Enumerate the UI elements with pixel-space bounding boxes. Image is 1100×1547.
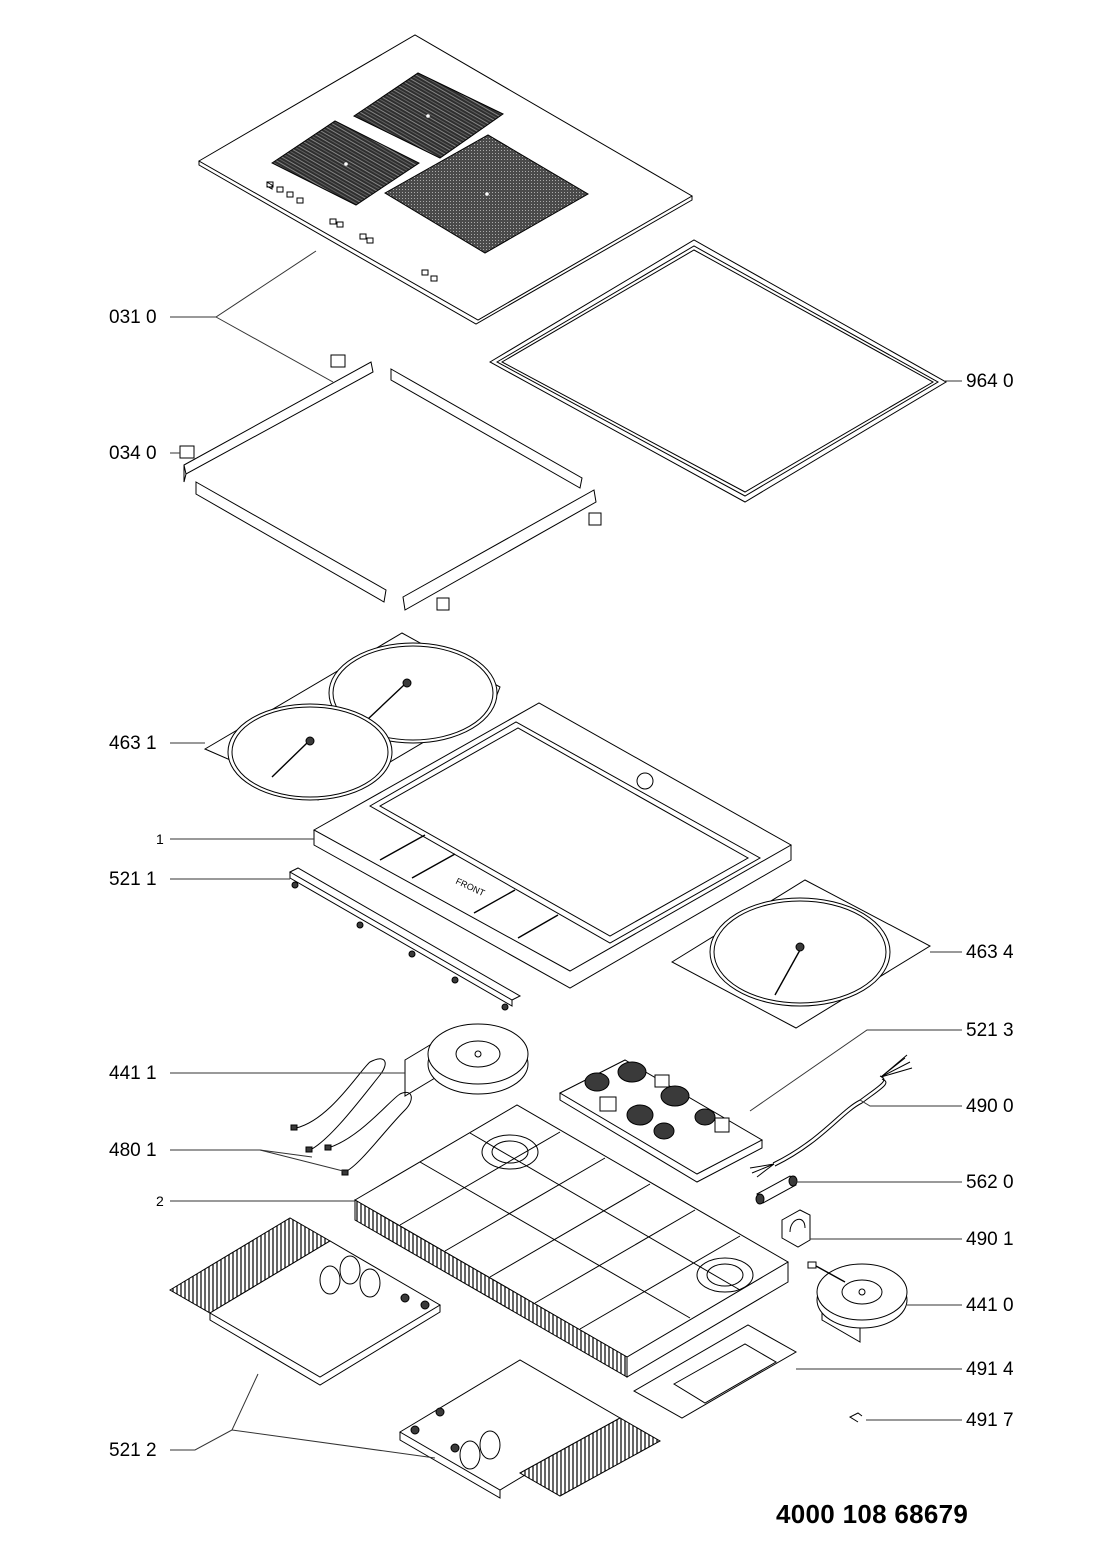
- cooking-zone-rear: [353, 72, 504, 159]
- callout-521-1[interactable]: 521 1: [109, 869, 157, 890]
- filter-board: [558, 1059, 764, 1183]
- frame-tray: FRONT: [312, 702, 793, 989]
- callout-491-4[interactable]: 491 4: [966, 1359, 1014, 1380]
- callout-491-7[interactable]: 491 7: [966, 1410, 1014, 1431]
- power-cable: [749, 1054, 913, 1178]
- bracket-clip: [179, 354, 602, 611]
- cooking-zone-large: [384, 134, 589, 254]
- callout-964-0[interactable]: 964 0: [966, 371, 1014, 392]
- callout-031-0[interactable]: 031 0: [109, 307, 157, 328]
- callout-441-1[interactable]: 441 1: [109, 1063, 157, 1084]
- document-number: 4000 108 68679: [776, 1499, 969, 1529]
- callout-490-1[interactable]: 490 1: [966, 1229, 1014, 1250]
- cable-clamp: [781, 1209, 811, 1248]
- callout-480-1[interactable]: 480 1: [109, 1140, 157, 1161]
- callout-034-0[interactable]: 034 0: [109, 443, 157, 464]
- callout-562-0[interactable]: 562 0: [966, 1172, 1014, 1193]
- leader-lines: [170, 250, 962, 1459]
- callout-441-0[interactable]: 441 0: [966, 1295, 1014, 1316]
- glass-ceramic-top: [197, 34, 693, 325]
- callout-463-4[interactable]: 463 4: [966, 942, 1014, 963]
- clip: [848, 1412, 863, 1423]
- callout-490-0[interactable]: 490 0: [966, 1096, 1014, 1117]
- frame-rails: [179, 354, 602, 611]
- housing-grid: [399, 1131, 741, 1330]
- callout-521-3[interactable]: 521 3: [966, 1020, 1014, 1041]
- wiring-harness: [290, 1058, 412, 1176]
- callout-2[interactable]: 2: [156, 1193, 164, 1209]
- induction-coil-plate-single: [670, 879, 932, 1029]
- callout-463-1[interactable]: 463 1: [109, 733, 157, 754]
- control-board: [288, 867, 522, 1011]
- seal-gasket: [488, 239, 947, 503]
- cooling-fan-441-0: [807, 1261, 908, 1343]
- bottom-housing: [354, 1104, 789, 1378]
- fuse: [755, 1175, 798, 1205]
- cover-plate: [632, 1324, 798, 1419]
- cooking-zone-front-left: [271, 120, 420, 206]
- induction-coil-plate-double: [203, 632, 501, 801]
- touch-controls: [266, 181, 438, 282]
- callout-521-2[interactable]: 521 2: [109, 1440, 157, 1461]
- callout-1[interactable]: 1: [156, 831, 164, 847]
- power-board-right: [399, 1359, 662, 1499]
- power-board-left: [169, 1217, 441, 1386]
- cooling-fan-441-1: [404, 1023, 529, 1097]
